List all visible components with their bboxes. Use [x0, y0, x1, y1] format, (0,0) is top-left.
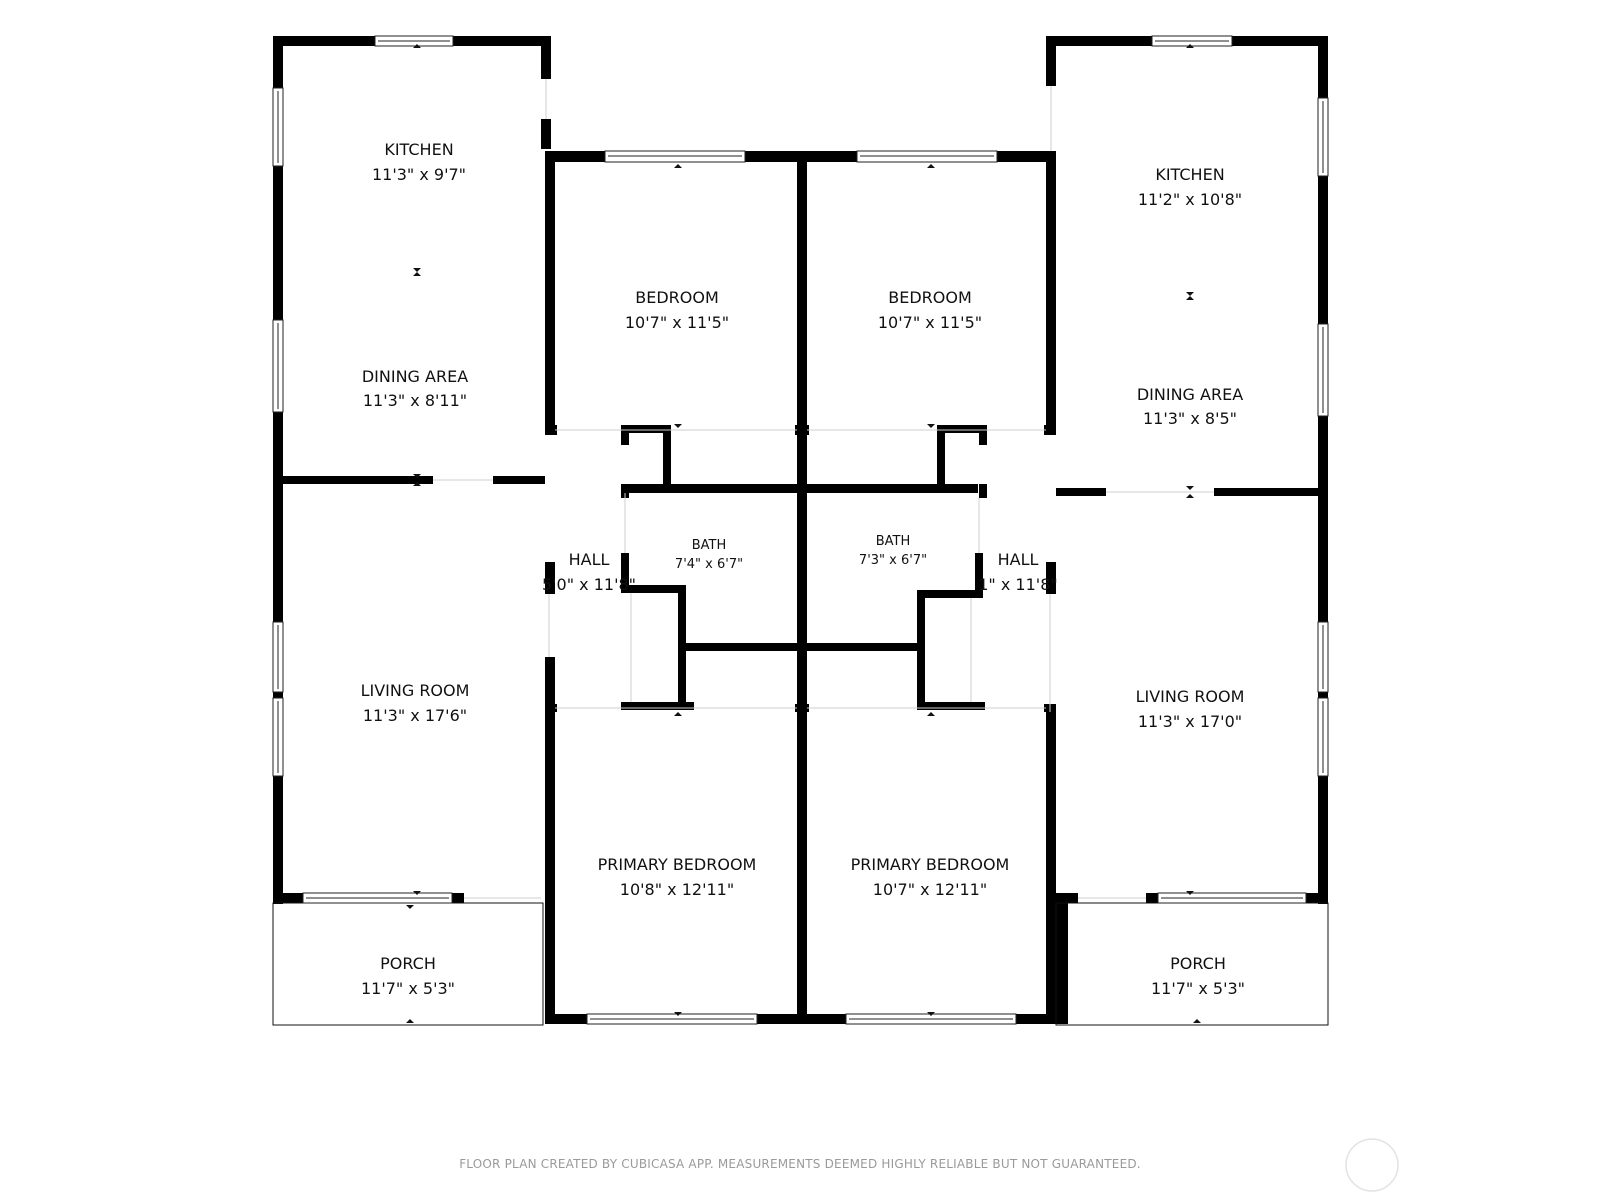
room-bedroom-b: BEDROOM 10'7" x 11'5" — [878, 288, 982, 332]
room-name: HALL — [569, 550, 610, 569]
room-right-hall: HALL 1" x 11'8" — [978, 550, 1057, 594]
room-name: BEDROOM — [888, 288, 972, 307]
room-dimensions: 7'4" x 6'7" — [675, 557, 743, 572]
room-primary-b: PRIMARY BEDROOM 10'7" x 12'11" — [851, 855, 1010, 899]
room-dimensions: 11'3" x 17'0" — [1138, 712, 1242, 731]
room-left-porch: PORCH 11'7" x 5'3" — [361, 954, 455, 998]
room-dimensions: 11'7" x 5'3" — [361, 979, 455, 998]
room-right-porch: PORCH 11'7" x 5'3" — [1151, 954, 1245, 998]
room-name: BEDROOM — [635, 288, 719, 307]
room-right-dining: DINING AREA 11'3" x 8'5" — [1137, 385, 1243, 428]
room-dimensions: 7'3" x 6'7" — [859, 553, 927, 568]
room-dimensions: 11'3" x 17'6" — [363, 706, 467, 725]
footer-disclaimer: FLOOR PLAN CREATED BY CUBICASA APP. MEAS… — [459, 1157, 1141, 1171]
room-primary-a: PRIMARY BEDROOM 10'8" x 12'11" — [598, 855, 757, 899]
room-bath-a: BATH 7'4" x 6'7" — [675, 538, 743, 572]
compass-icon — [1345, 1138, 1399, 1192]
room-dimensions: 11'3" x 8'11" — [363, 391, 467, 410]
room-name: PORCH — [1170, 954, 1226, 973]
room-name: BATH — [692, 538, 727, 553]
left-unit-windows — [272, 35, 454, 904]
right-unit-walls — [1046, 36, 1329, 1026]
room-name: LIVING ROOM — [361, 681, 470, 700]
room-name: DINING AREA — [362, 367, 468, 386]
room-left-hall: HALL 5'0" x 11'8" — [542, 550, 636, 594]
room-name: PORCH — [380, 954, 436, 973]
room-name: HALL — [998, 550, 1039, 569]
room-dimensions: 11'7" x 5'3" — [1151, 979, 1245, 998]
room-dimensions: 10'8" x 12'11" — [620, 880, 734, 899]
room-dimensions: 11'2" x 10'8" — [1138, 190, 1242, 209]
room-left-dining: DINING AREA 11'3" x 8'11" — [362, 367, 468, 410]
room-name: PRIMARY BEDROOM — [598, 855, 757, 874]
door-openings — [433, 79, 1214, 899]
room-name: PRIMARY BEDROOM — [851, 855, 1010, 874]
room-name: LIVING ROOM — [1136, 687, 1245, 706]
dimension-markers — [406, 44, 1201, 1023]
room-dimensions: 5'0" x 11'8" — [542, 575, 636, 594]
room-name: KITCHEN — [1155, 165, 1224, 184]
left-unit-walls — [272, 36, 551, 1026]
center-thin-lines — [548, 429, 1051, 712]
room-dimensions: 10'7" x 11'5" — [878, 313, 982, 332]
room-right-living: LIVING ROOM 11'3" x 17'0" — [1136, 687, 1245, 731]
right-unit-windows — [1151, 35, 1329, 904]
room-right-kitchen: KITCHEN 11'2" x 10'8" — [1138, 165, 1242, 209]
room-name: KITCHEN — [384, 140, 453, 159]
room-left-kitchen: KITCHEN 11'3" x 9'7" — [372, 140, 466, 184]
room-name: BATH — [876, 534, 911, 549]
center-windows — [586, 150, 1017, 1025]
room-bath-b: BATH 7'3" x 6'7" — [859, 534, 927, 568]
room-name: DINING AREA — [1137, 385, 1243, 404]
room-dimensions: 11'3" x 9'7" — [372, 165, 466, 184]
room-dimensions: 10'7" x 12'11" — [873, 880, 987, 899]
room-bedroom-a: BEDROOM 10'7" x 11'5" — [625, 288, 729, 332]
room-left-living: LIVING ROOM 11'3" x 17'6" — [361, 681, 470, 725]
room-dimensions: 10'7" x 11'5" — [625, 313, 729, 332]
room-dimensions: 1" x 11'8" — [978, 575, 1057, 594]
room-dimensions: 11'3" x 8'5" — [1143, 409, 1237, 428]
center-block-walls — [545, 151, 1056, 1024]
